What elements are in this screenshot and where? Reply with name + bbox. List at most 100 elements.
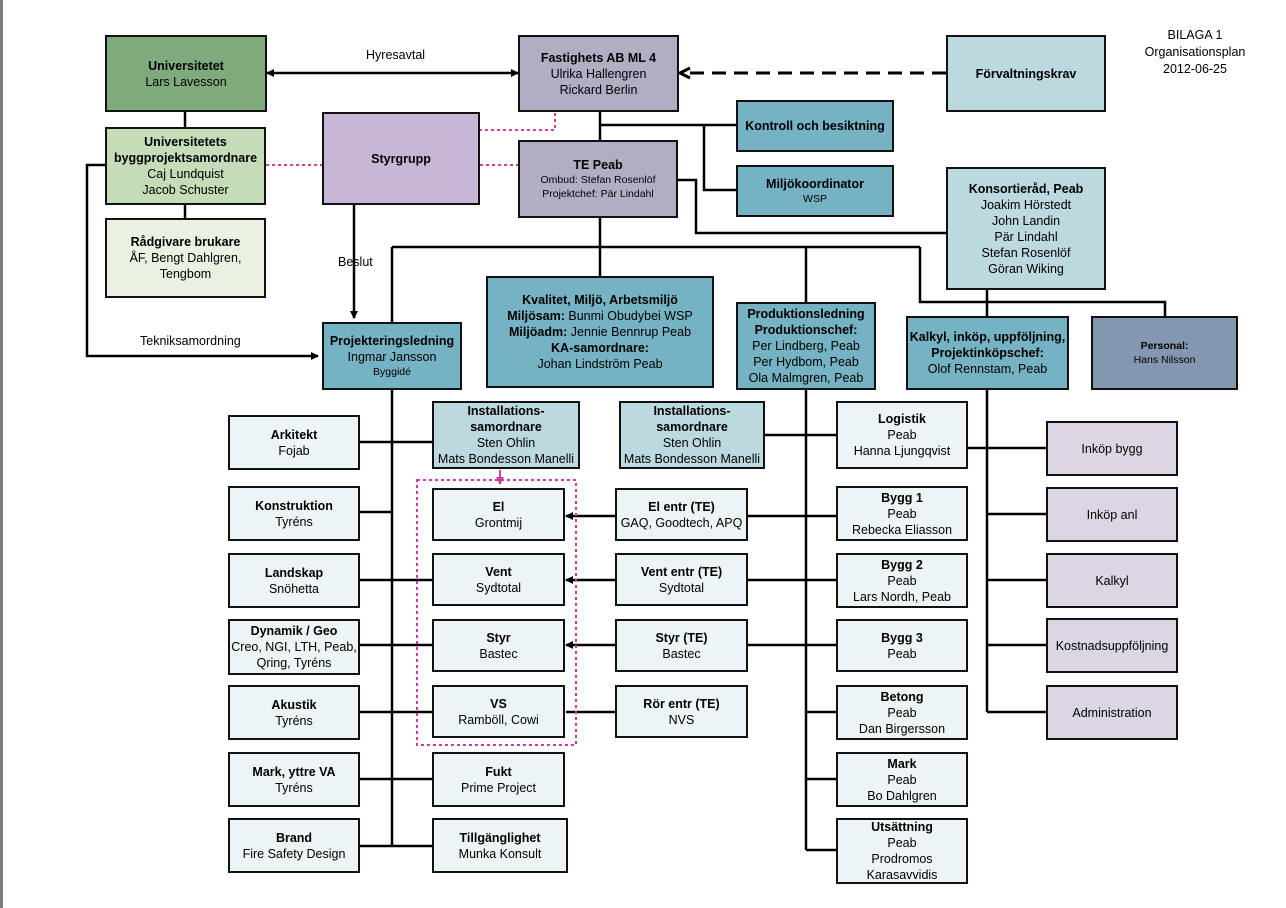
box-title: Installations-	[467, 404, 545, 418]
box-title: VS	[490, 696, 507, 711]
box-el-entr: El entr (TE) GAQ, Goodtech, APQ	[615, 488, 748, 541]
box-vent: Vent Sydtotal	[432, 553, 565, 606]
box-title: samordnare	[656, 420, 728, 434]
box-line: Tengbom	[159, 267, 212, 281]
box-bygg2: Bygg 2 Peab Lars Nordh, Peab	[836, 553, 968, 608]
box-line: Byggidé	[373, 366, 411, 378]
box-line: John Landin	[991, 213, 1061, 228]
box-title: samordnare	[470, 420, 542, 434]
box-fastighets: Fastighets AB ML 4 Ulrika Hallengren Ric…	[518, 35, 679, 112]
box-line: Sydtotal	[475, 580, 522, 595]
box-styr: Styr Bastec	[432, 619, 565, 672]
label-tekniksamordning: Tekniksamordning	[140, 334, 241, 348]
box-line: Olof Rennstam, Peab	[927, 362, 1048, 376]
box-line: Rebecka Eliasson	[851, 522, 953, 537]
box-dynamik-geo: Dynamik / Geo Creo, NGI, LTH, Peab, Qrin…	[228, 619, 360, 675]
box-title: Produktionschef:	[754, 323, 858, 337]
box-universitetet: Universitetet Lars Lavesson	[105, 35, 267, 112]
label-hyresavtal: Hyresavtal	[366, 48, 426, 62]
box-line: Bastec	[662, 646, 701, 661]
box-line: Ombud: Stefan Rosenlöf	[540, 174, 656, 186]
box-kalkyl-inkop: Kalkyl, inköp, uppföljning, Projektinköp…	[906, 316, 1069, 390]
box-title: Styr (TE)	[655, 630, 708, 645]
box-title: Universitetet	[148, 58, 224, 73]
box-brand: Brand Fire Safety Design	[228, 818, 360, 873]
box-vs: VS Ramböll, Cowi	[432, 685, 565, 738]
box-title: Förvaltningskrav	[975, 66, 1077, 81]
box-konstruktion: Konstruktion Tyréns	[228, 486, 360, 541]
box-arkitekt: Arkitekt Fojab	[228, 415, 360, 470]
box-line: Mats Bondesson Manelli	[623, 452, 761, 466]
box-title: TE Peab	[573, 158, 623, 172]
box-title: El entr (TE)	[648, 499, 715, 514]
box-title: Mark	[887, 756, 917, 771]
box-inkop-bygg: Inköp bygg	[1046, 421, 1178, 476]
box-title: Betong	[880, 689, 924, 704]
box-title: Fukt	[485, 764, 512, 779]
box-logistik: Logistik Peab Hanna Ljungqvist	[836, 401, 968, 469]
box-line: Göran Wiking	[988, 261, 1064, 276]
box-title: El	[492, 499, 505, 514]
box-title: Styrgrupp	[371, 151, 431, 166]
box-kalkyl: Kalkyl	[1046, 553, 1178, 608]
box-installationssamordnare-2: Installations- samordnare Sten Ohlin Mat…	[619, 401, 765, 469]
header-line2: Organisationsplan	[1144, 45, 1246, 59]
box-styrgrupp: Styrgrupp	[322, 112, 480, 205]
box-line: Bastec	[479, 646, 518, 661]
box-forvaltningskrav: Förvaltningskrav	[946, 35, 1106, 112]
box-line: Ulrika Hallengren	[550, 66, 647, 81]
box-line: Lars Nordh, Peab	[853, 589, 951, 604]
box-title: Konsortieråd, Peab	[968, 181, 1084, 196]
box-line: Jacob Schuster	[142, 183, 229, 197]
box-line: Ramböll, Cowi	[458, 712, 539, 727]
box-title: Bygg 3	[881, 630, 923, 645]
box-line: Stefan Rosenlöf	[981, 245, 1071, 260]
box-line: Dan Birgersson	[858, 721, 946, 736]
box-title: Bygg 1	[881, 490, 923, 505]
box-line: Bo Dahlgren	[867, 788, 937, 803]
box-title: Projektinköpschef:	[931, 346, 1044, 360]
box-line: Prime Project	[460, 780, 537, 795]
box-line: Peab	[887, 573, 917, 588]
box-line: Sten Ohlin	[662, 436, 722, 450]
box-kostnadsuppfoljning: Kostnadsuppföljning	[1046, 618, 1178, 673]
box-title: Vent entr (TE)	[640, 564, 723, 579]
box-title: Rådgivare brukare	[130, 235, 241, 249]
header-block: BILAGA 1 Organisationsplan 2012-06-25	[1130, 27, 1260, 78]
box-projekteringsledning: Projekteringsledning Ingmar Jansson Bygg…	[322, 322, 462, 390]
box-line: ÅF, Bengt Dahlgren,	[129, 251, 242, 265]
header-line3: 2012-06-25	[1163, 62, 1227, 76]
box-line: Mats Bondesson Manelli	[437, 452, 575, 466]
box-miljokoordinator: Miljökoordinator WSP	[736, 165, 894, 217]
box-line: Tyréns	[275, 780, 313, 795]
box-line: Karasavvidis	[866, 868, 938, 882]
box-line: Projektchef: Pär Lindahl	[542, 188, 654, 200]
box-fukt: Fukt Prime Project	[432, 752, 565, 807]
box-title: Mark, yttre VA	[252, 764, 336, 779]
box-label: Miljösam:	[507, 309, 565, 323]
box-line: Munka Konsult	[458, 846, 542, 861]
box-title: Dynamik / Geo	[250, 624, 338, 638]
box-styr-te: Styr (TE) Bastec	[615, 619, 748, 672]
box-konsortierad: Konsortieråd, Peab Joakim Hörstedt John …	[946, 167, 1106, 290]
box-title: Kvalitet, Miljö, Arbetsmiljö	[522, 293, 678, 307]
box-title: Landskap	[264, 565, 324, 580]
box-label: KA-samordnare:	[551, 341, 649, 355]
box-utsattning: Utsättning Peab Prodromos Karasavvidis	[836, 818, 968, 884]
box-tepeab: TE Peab Ombud: Stefan Rosenlöf Projektch…	[518, 140, 678, 218]
box-tillganglighet: Tillgänglighet Munka Konsult	[432, 818, 568, 873]
box-line: Per Hydbom, Peab	[753, 355, 859, 369]
box-title: Kalkyl	[1095, 573, 1129, 588]
box-administration: Administration	[1046, 685, 1178, 740]
header-line1: BILAGA 1	[1167, 28, 1223, 42]
box-line: Tyréns	[275, 713, 313, 728]
box-title: Brand	[275, 830, 313, 845]
box-line: Pär Lindahl	[994, 229, 1058, 244]
box-label: Miljöadm:	[508, 325, 568, 339]
box-line: GAQ, Goodtech, APQ	[620, 515, 743, 530]
box-line: Fire Safety Design	[242, 846, 346, 861]
box-el: El Grontmij	[432, 488, 565, 541]
box-title: Fastighets AB ML 4	[540, 50, 657, 65]
box-line: Tyréns	[275, 514, 313, 529]
